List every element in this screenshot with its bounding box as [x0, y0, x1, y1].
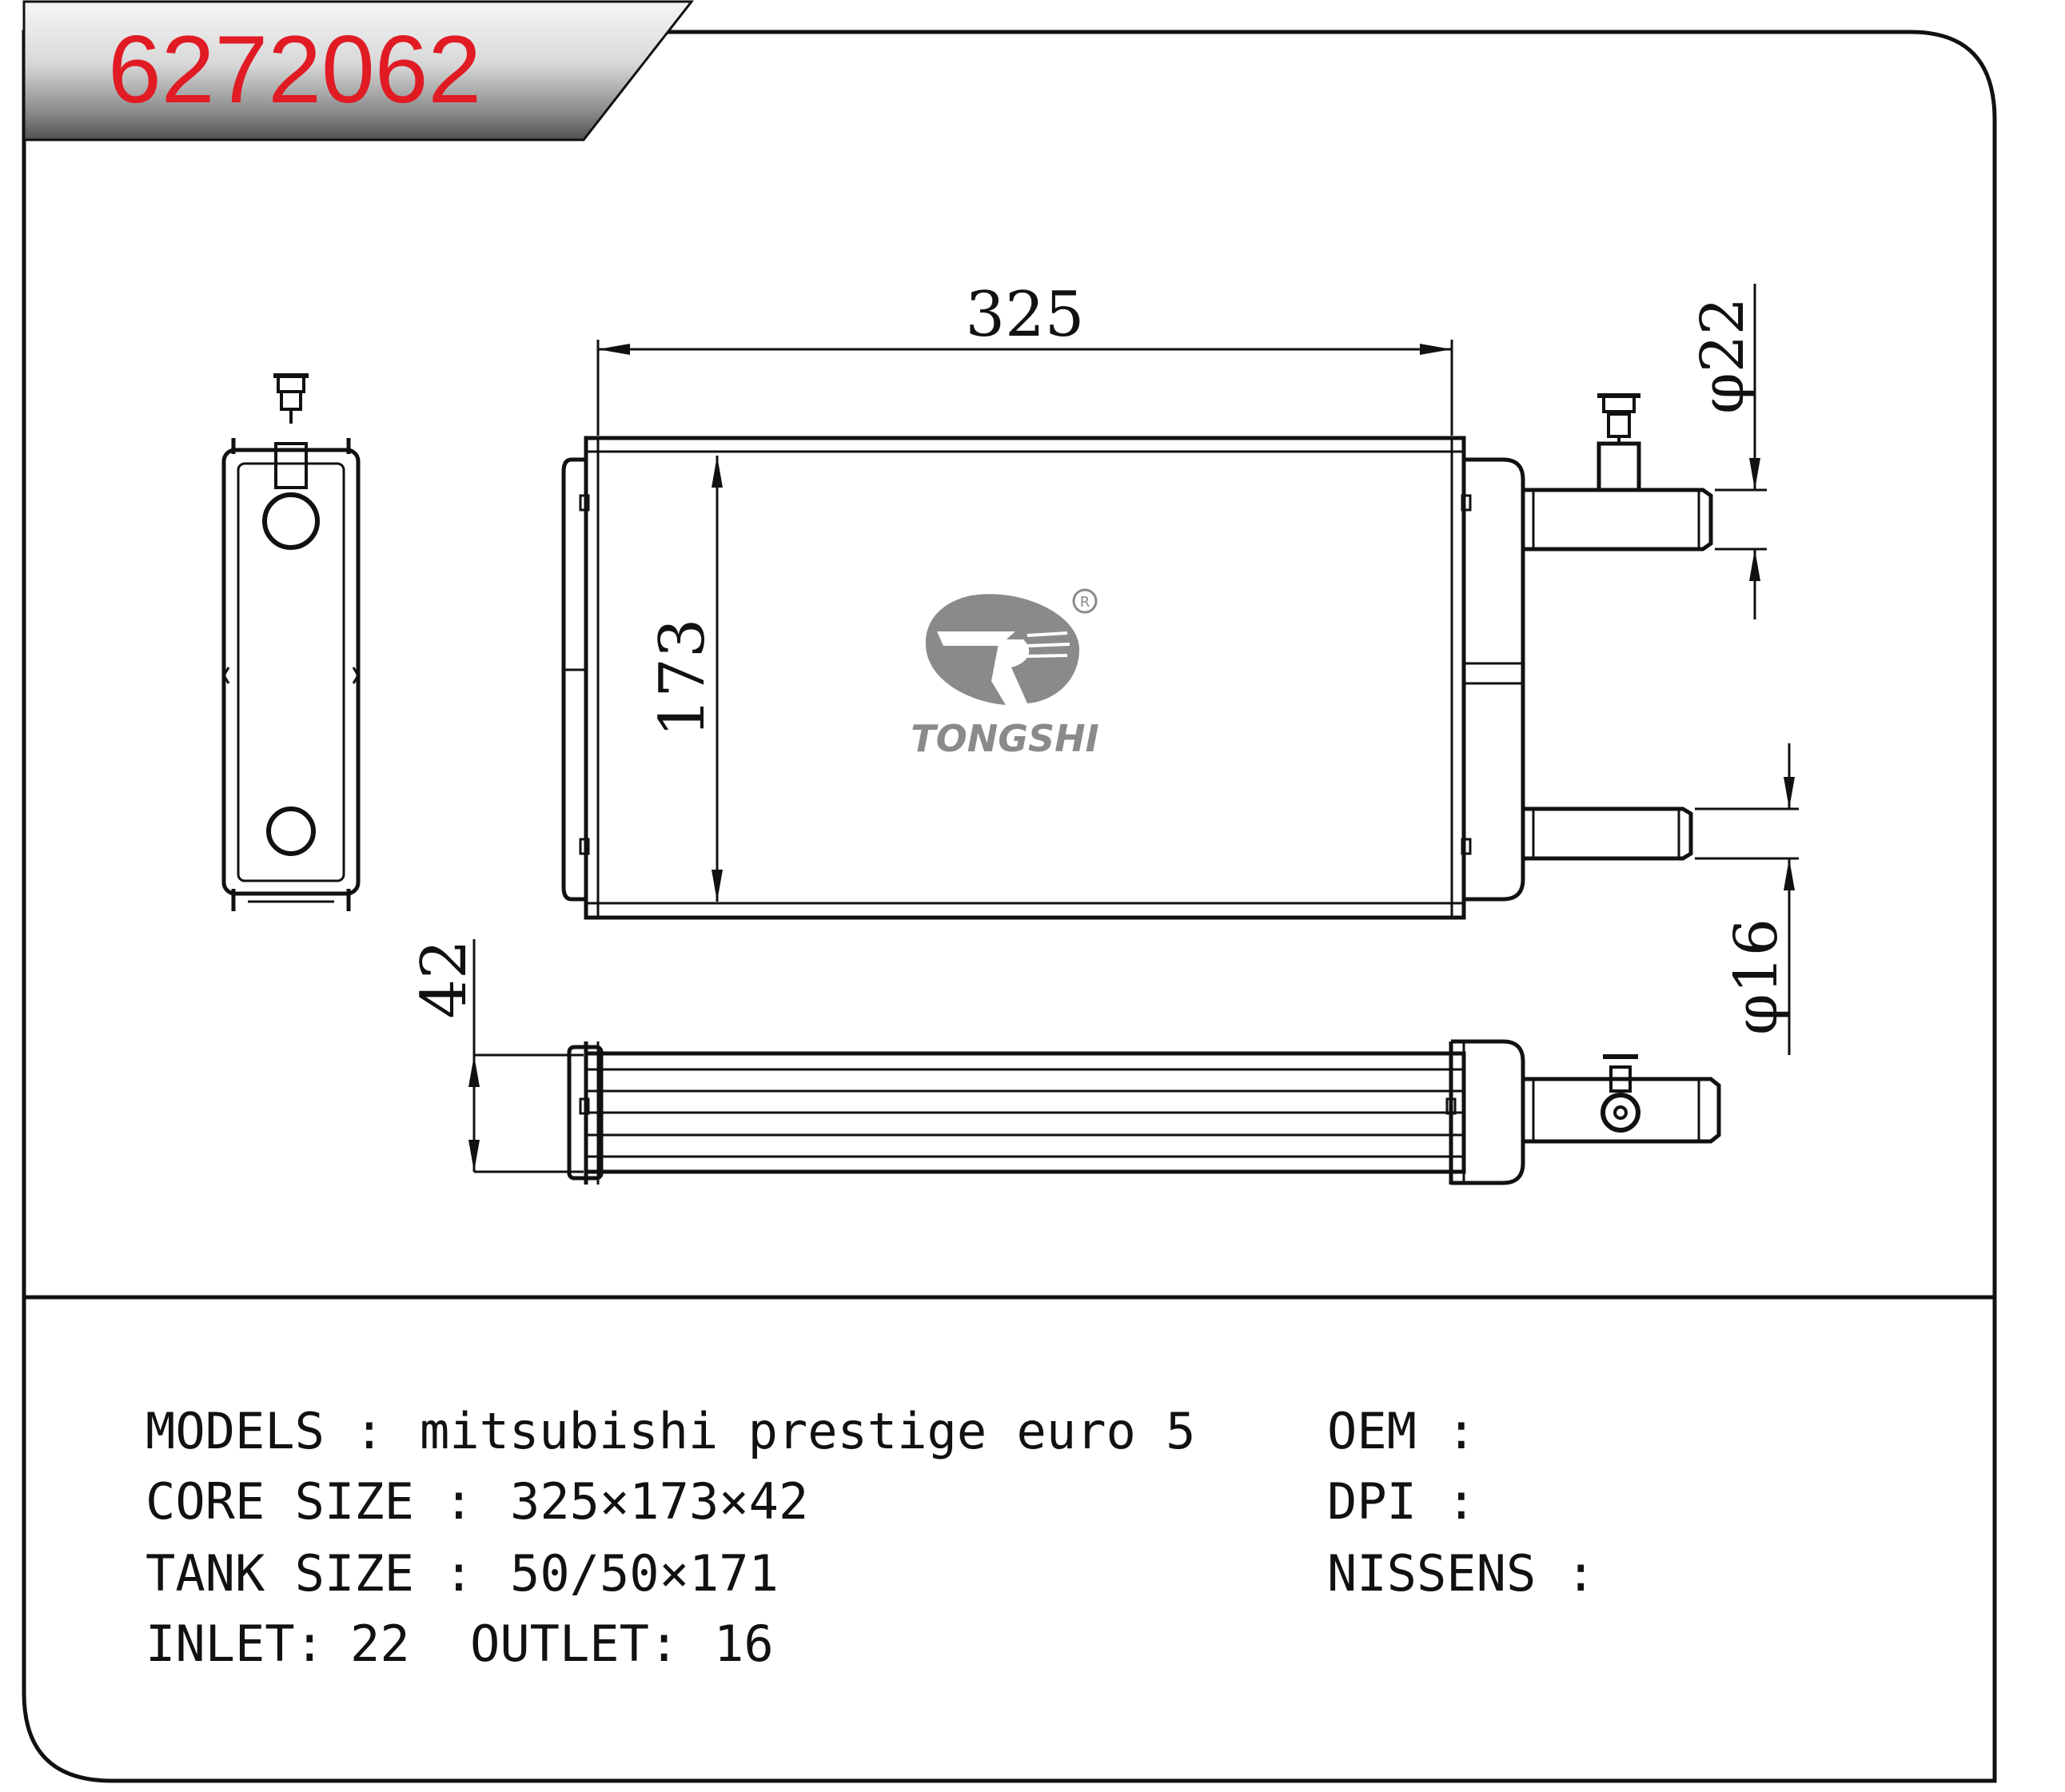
registered-mark: R — [1080, 594, 1090, 611]
core-size-value: 325×173×42 — [510, 1472, 808, 1531]
dim-height-label: 173 — [647, 619, 719, 738]
models-value: mitsubishi prestige euro 5 — [420, 1402, 1196, 1460]
dim-depth-label: 42 — [409, 939, 480, 1018]
tank-size-label: TANK SIZE : — [146, 1544, 474, 1603]
inlet-value: 22 — [350, 1615, 410, 1673]
dim-inlet-label: φ22 — [1688, 297, 1757, 414]
dpi-label: DPI : — [1327, 1472, 1477, 1531]
front-view — [561, 393, 1713, 920]
tank-size-value: 50/50×171 — [510, 1544, 779, 1603]
part-number: 6272062 — [108, 16, 481, 123]
nissens-label: NISSENS : — [1327, 1544, 1596, 1603]
side-view — [221, 373, 361, 911]
specifications: MODELS : mitsubishi prestige euro 5 CORE… — [146, 1402, 1596, 1673]
top-view — [567, 1039, 1721, 1185]
models-label: MODELS : — [146, 1402, 385, 1460]
dim-width-label: 325 — [966, 279, 1085, 351]
inlet-label: INLET: — [146, 1615, 325, 1673]
dimension-lines — [468, 284, 1799, 1173]
dim-outlet-label: φ16 — [1722, 918, 1791, 1035]
outlet-value: 16 — [714, 1615, 774, 1673]
core-size-label: CORE SIZE : — [146, 1472, 474, 1531]
brand-name: TONGSHI — [911, 717, 1098, 760]
drawing-frame — [22, 30, 1997, 1783]
outlet-label: OUTLET: — [470, 1615, 679, 1673]
tongshi-swoosh-logo-icon — [925, 588, 1098, 705]
oem-label: OEM : — [1327, 1402, 1477, 1460]
part-number-tab — [22, 0, 695, 141]
